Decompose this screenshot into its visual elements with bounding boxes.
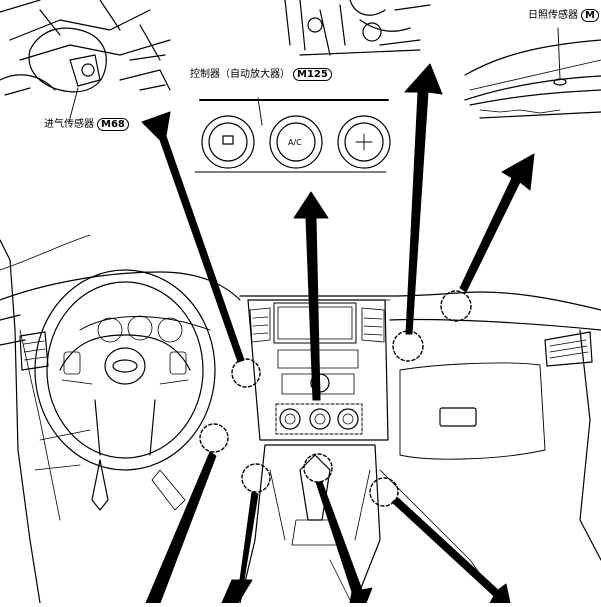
controller-label: 控制器（自动放大器）M125 (190, 68, 332, 81)
top-middle-inset (284, 0, 431, 56)
arrow-bottom-3 (315, 481, 373, 604)
center-console (239, 444, 381, 604)
sun-sensor-inset (464, 27, 601, 119)
intake-sensor-code: M68 (97, 118, 129, 131)
intake-sensor-name: 进气传感器 (44, 119, 94, 130)
location-markers (199, 290, 472, 507)
marker-sun-sensor (440, 290, 472, 322)
sun-sensor-name: 日照传感器 (528, 10, 578, 21)
dashboard (0, 234, 601, 604)
controller-code: M125 (293, 68, 332, 81)
steering-wheel (34, 269, 216, 471)
marker-controller (392, 330, 424, 362)
arrow-sun-sensor (459, 153, 535, 293)
marker-lower-mid-left (241, 463, 271, 493)
arrow-intake (141, 111, 245, 363)
pointer-arrows (141, 63, 535, 604)
fan-knob-large (337, 115, 391, 169)
right-vent (544, 331, 593, 367)
marker-lower-left (199, 423, 229, 453)
marker-lower-right (369, 477, 399, 507)
intake-sensor-inset (0, 0, 171, 119)
arrow-bottom-right (391, 497, 511, 604)
ac-knob-label: A/C (288, 138, 302, 147)
sun-sensor-code: M (581, 9, 599, 22)
mode-knob-large (201, 115, 255, 169)
marker-intake (231, 358, 261, 388)
controller-name: 控制器（自动放大器） (190, 69, 290, 80)
controller-inset (194, 97, 391, 173)
ac-knob-large (269, 115, 323, 169)
arrow-top-middle (404, 63, 443, 335)
